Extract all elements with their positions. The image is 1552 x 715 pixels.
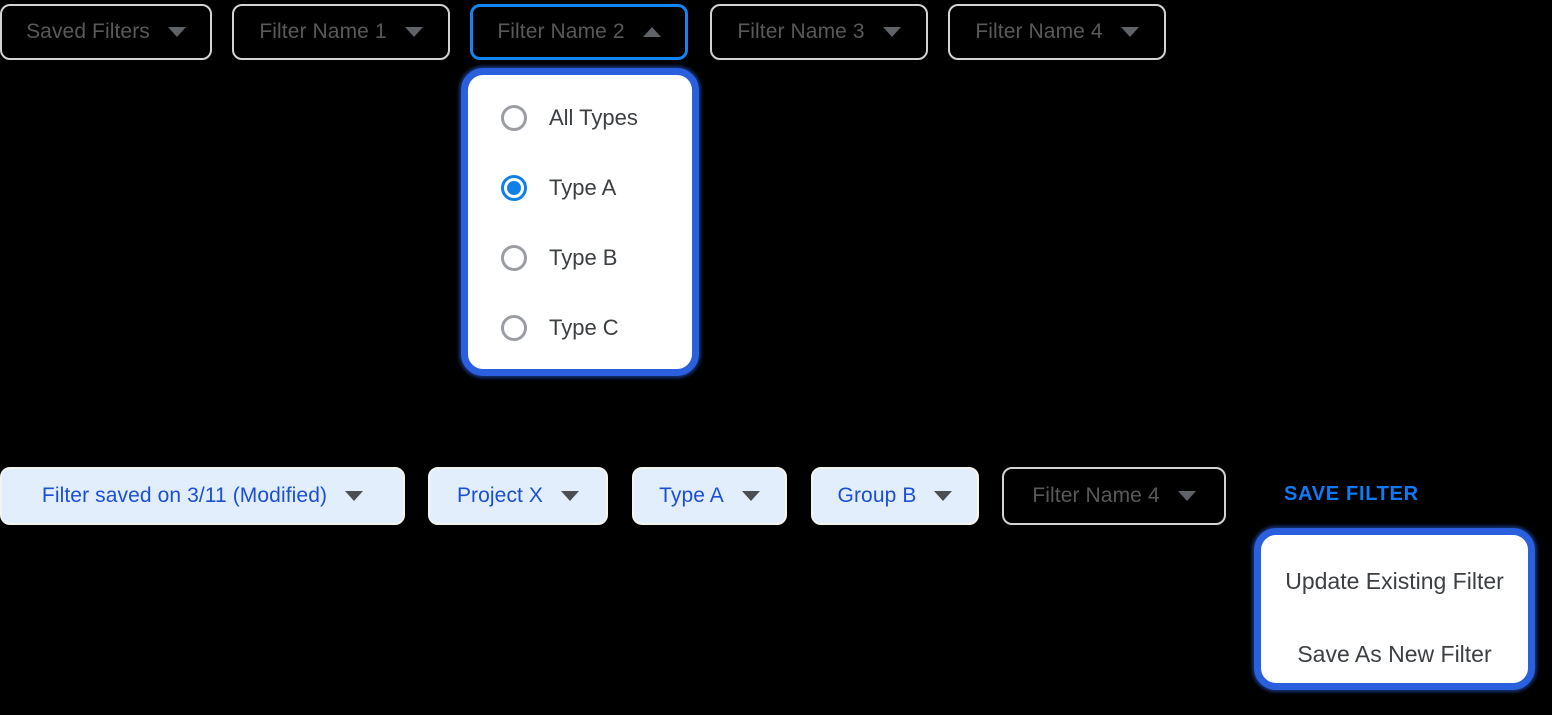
chip-filter-name-2[interactable]: Filter Name 2 bbox=[470, 4, 688, 60]
chip-label: Saved Filters bbox=[26, 20, 150, 43]
chip-label: Filter Name 4 bbox=[1032, 484, 1160, 507]
radio-checked-icon[interactable] bbox=[501, 175, 527, 201]
chip-filter-name-4-bottom[interactable]: Filter Name 4 bbox=[1002, 467, 1226, 525]
chip-label: Project X bbox=[456, 484, 544, 507]
chip-label: Type A bbox=[659, 484, 724, 507]
chip-saved-filter-summary[interactable]: Filter saved on 3/11 (Modified) bbox=[0, 467, 405, 525]
chip-label: Group B bbox=[837, 484, 917, 507]
chip-saved-filters[interactable]: Saved Filters bbox=[0, 4, 212, 60]
radio-option-type-a[interactable]: Type A bbox=[501, 175, 616, 201]
chip-project-x[interactable]: Project X bbox=[428, 467, 608, 525]
chevron-down-icon bbox=[1120, 27, 1139, 37]
chevron-down-icon bbox=[561, 491, 580, 501]
radio-unchecked-icon[interactable] bbox=[501, 315, 527, 341]
radio-option-label: Type C bbox=[549, 315, 619, 340]
chevron-down-icon bbox=[741, 491, 760, 501]
menu-item-save-as-new-filter[interactable]: Save As New Filter bbox=[1297, 641, 1492, 667]
type-filter-dropdown-panel: All Types Type A Type B Type C bbox=[461, 68, 699, 376]
chevron-down-icon bbox=[882, 27, 901, 37]
save-filter-button[interactable]: Save Filter bbox=[1284, 483, 1419, 505]
chevron-down-icon bbox=[1177, 491, 1196, 501]
radio-option-type-b[interactable]: Type B bbox=[501, 245, 617, 271]
save-filter-menu-panel: Update Existing Filter Save As New Filte… bbox=[1254, 528, 1535, 690]
radio-option-label: Type A bbox=[549, 175, 617, 200]
chip-filter-name-4[interactable]: Filter Name 4 bbox=[948, 4, 1166, 60]
radio-unchecked-icon[interactable] bbox=[501, 245, 527, 271]
chip-label: Filter saved on 3/11 (Modified) bbox=[41, 484, 328, 507]
chip-label: Filter Name 3 bbox=[737, 20, 865, 43]
chip-filter-name-3[interactable]: Filter Name 3 bbox=[710, 4, 928, 60]
chip-filter-name-1[interactable]: Filter Name 1 bbox=[232, 4, 450, 60]
chip-label: Filter Name 1 bbox=[259, 20, 387, 43]
chevron-down-icon bbox=[167, 27, 186, 37]
chevron-down-icon bbox=[934, 491, 953, 501]
chevron-down-icon bbox=[345, 491, 364, 501]
chip-group-b[interactable]: Group B bbox=[811, 467, 979, 525]
radio-option-label: Type B bbox=[549, 245, 618, 270]
chevron-up-icon bbox=[642, 27, 661, 37]
chip-type-a[interactable]: Type A bbox=[632, 467, 787, 525]
chip-label: Filter Name 4 bbox=[975, 20, 1103, 43]
radio-option-type-c[interactable]: Type C bbox=[501, 315, 619, 341]
radio-option-label: All Types bbox=[549, 105, 638, 130]
radio-option-all-types[interactable]: All Types bbox=[501, 105, 638, 131]
chip-label: Filter Name 2 bbox=[497, 20, 625, 43]
radio-unchecked-icon[interactable] bbox=[501, 105, 527, 131]
chevron-down-icon bbox=[404, 27, 423, 37]
menu-item-update-existing-filter[interactable]: Update Existing Filter bbox=[1285, 568, 1504, 594]
